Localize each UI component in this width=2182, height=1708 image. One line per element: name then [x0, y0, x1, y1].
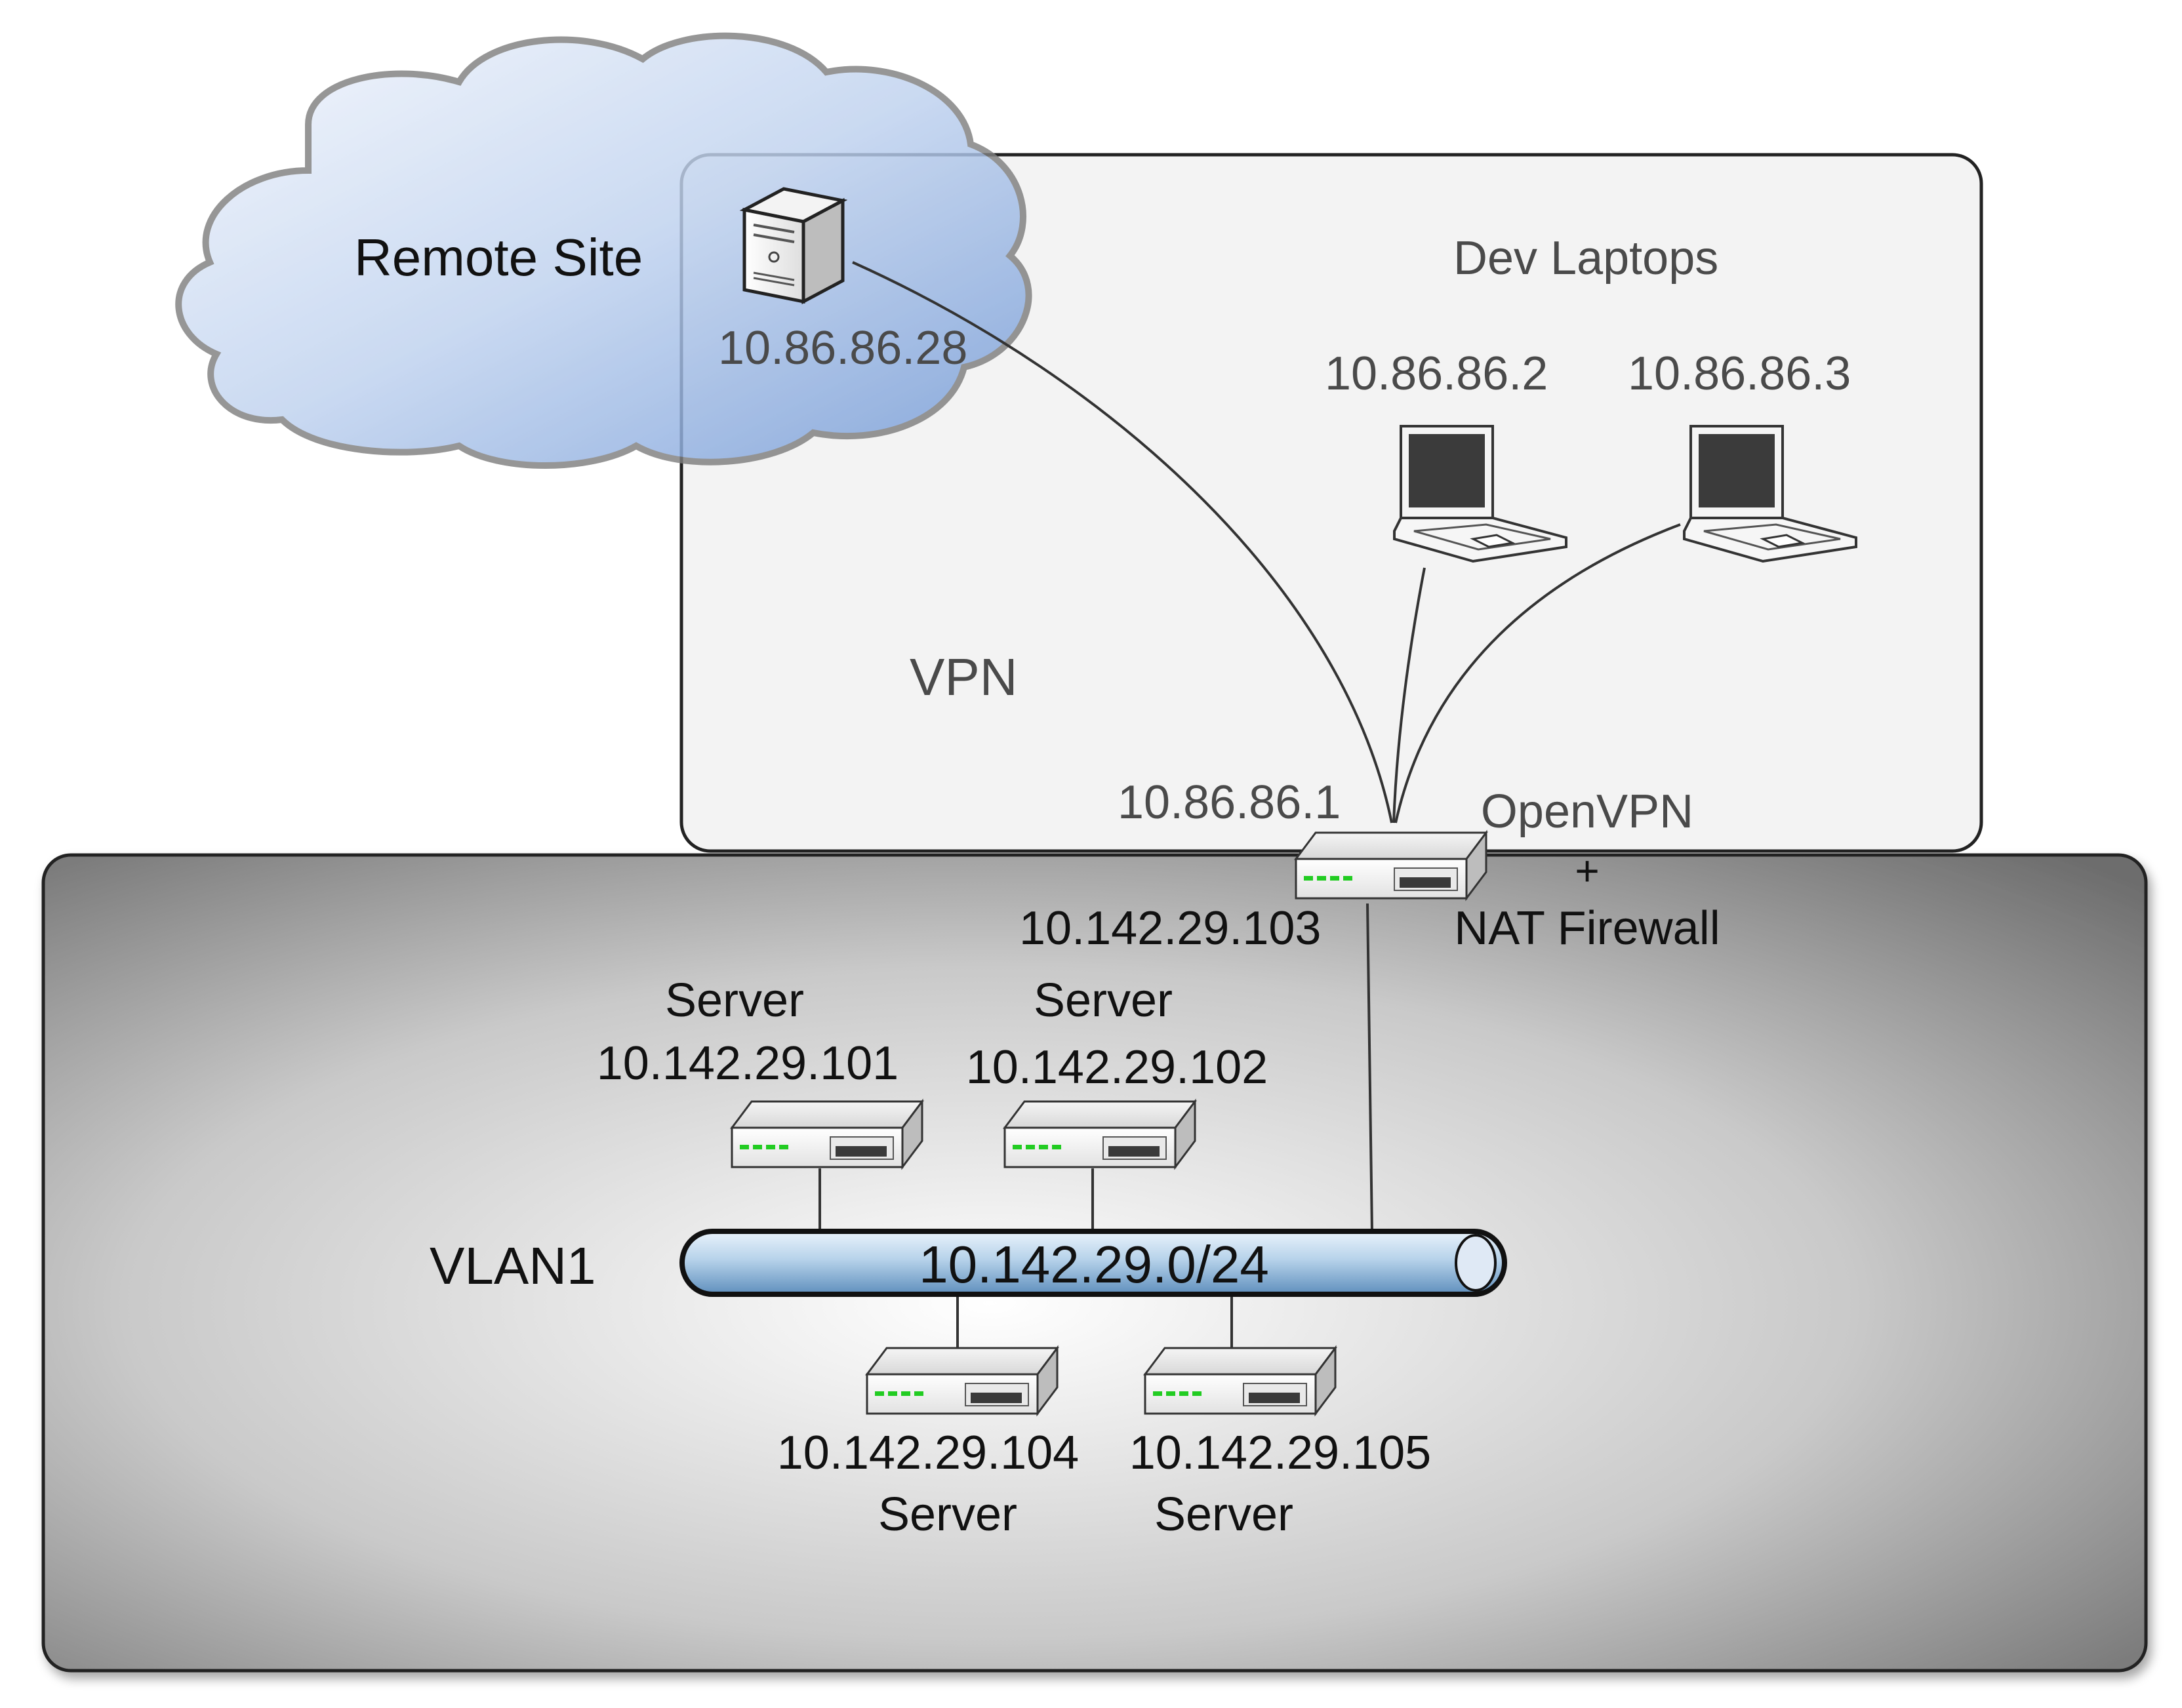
gateway-lan-ip: 10.142.29.103: [1019, 902, 1321, 955]
server-icon: [1144, 1347, 1337, 1415]
gateway-role-plus: +: [1575, 847, 1599, 894]
link-laptop1-gateway: [1392, 567, 1426, 824]
server-kind-label: Server: [878, 1488, 1017, 1541]
vlan-label: VLAN1: [430, 1237, 596, 1295]
laptop-ip: 10.86.86.3: [1628, 348, 1851, 400]
remote-server-ip: 10.86.86.28: [718, 322, 967, 374]
gateway-role-nat: NAT Firewall: [1454, 902, 1720, 955]
server-kind-label: Server: [665, 974, 804, 1027]
remote-site-label: Remote Site: [354, 228, 643, 287]
server-ip: 10.142.29.101: [597, 1037, 899, 1090]
server-ip: 10.142.29.104: [777, 1427, 1079, 1479]
link-laptop2-gateway: [1394, 523, 1681, 824]
remote-server-icon: [739, 187, 848, 305]
vlan-subnet: 10.142.29.0/24: [919, 1235, 1269, 1294]
gateway-role-openvpn: OpenVPN: [1481, 785, 1693, 838]
gateway-vpn-ip: 10.86.86.1: [1118, 776, 1341, 829]
remote-site-cloud: [175, 32, 1032, 469]
dev-laptops-title: Dev Laptops: [1453, 232, 1718, 285]
link-remote-server-gateway: [852, 261, 1393, 824]
server-icon: [866, 1347, 1059, 1415]
server-icon: [1003, 1100, 1196, 1168]
server-ip: 10.142.29.105: [1129, 1427, 1431, 1479]
server-kind-label: Server: [1154, 1488, 1293, 1541]
vpn-zone-label: VPN: [910, 648, 1018, 706]
laptop-ip: 10.86.86.2: [1325, 348, 1548, 400]
gateway-device-icon: [1295, 831, 1487, 900]
server-ip: 10.142.29.102: [966, 1041, 1268, 1094]
server-kind-label: Server: [1034, 974, 1173, 1027]
server-icon: [731, 1100, 923, 1168]
link-gateway-vlan: [1366, 903, 1373, 1232]
vlan-pipe: [679, 1229, 1507, 1297]
